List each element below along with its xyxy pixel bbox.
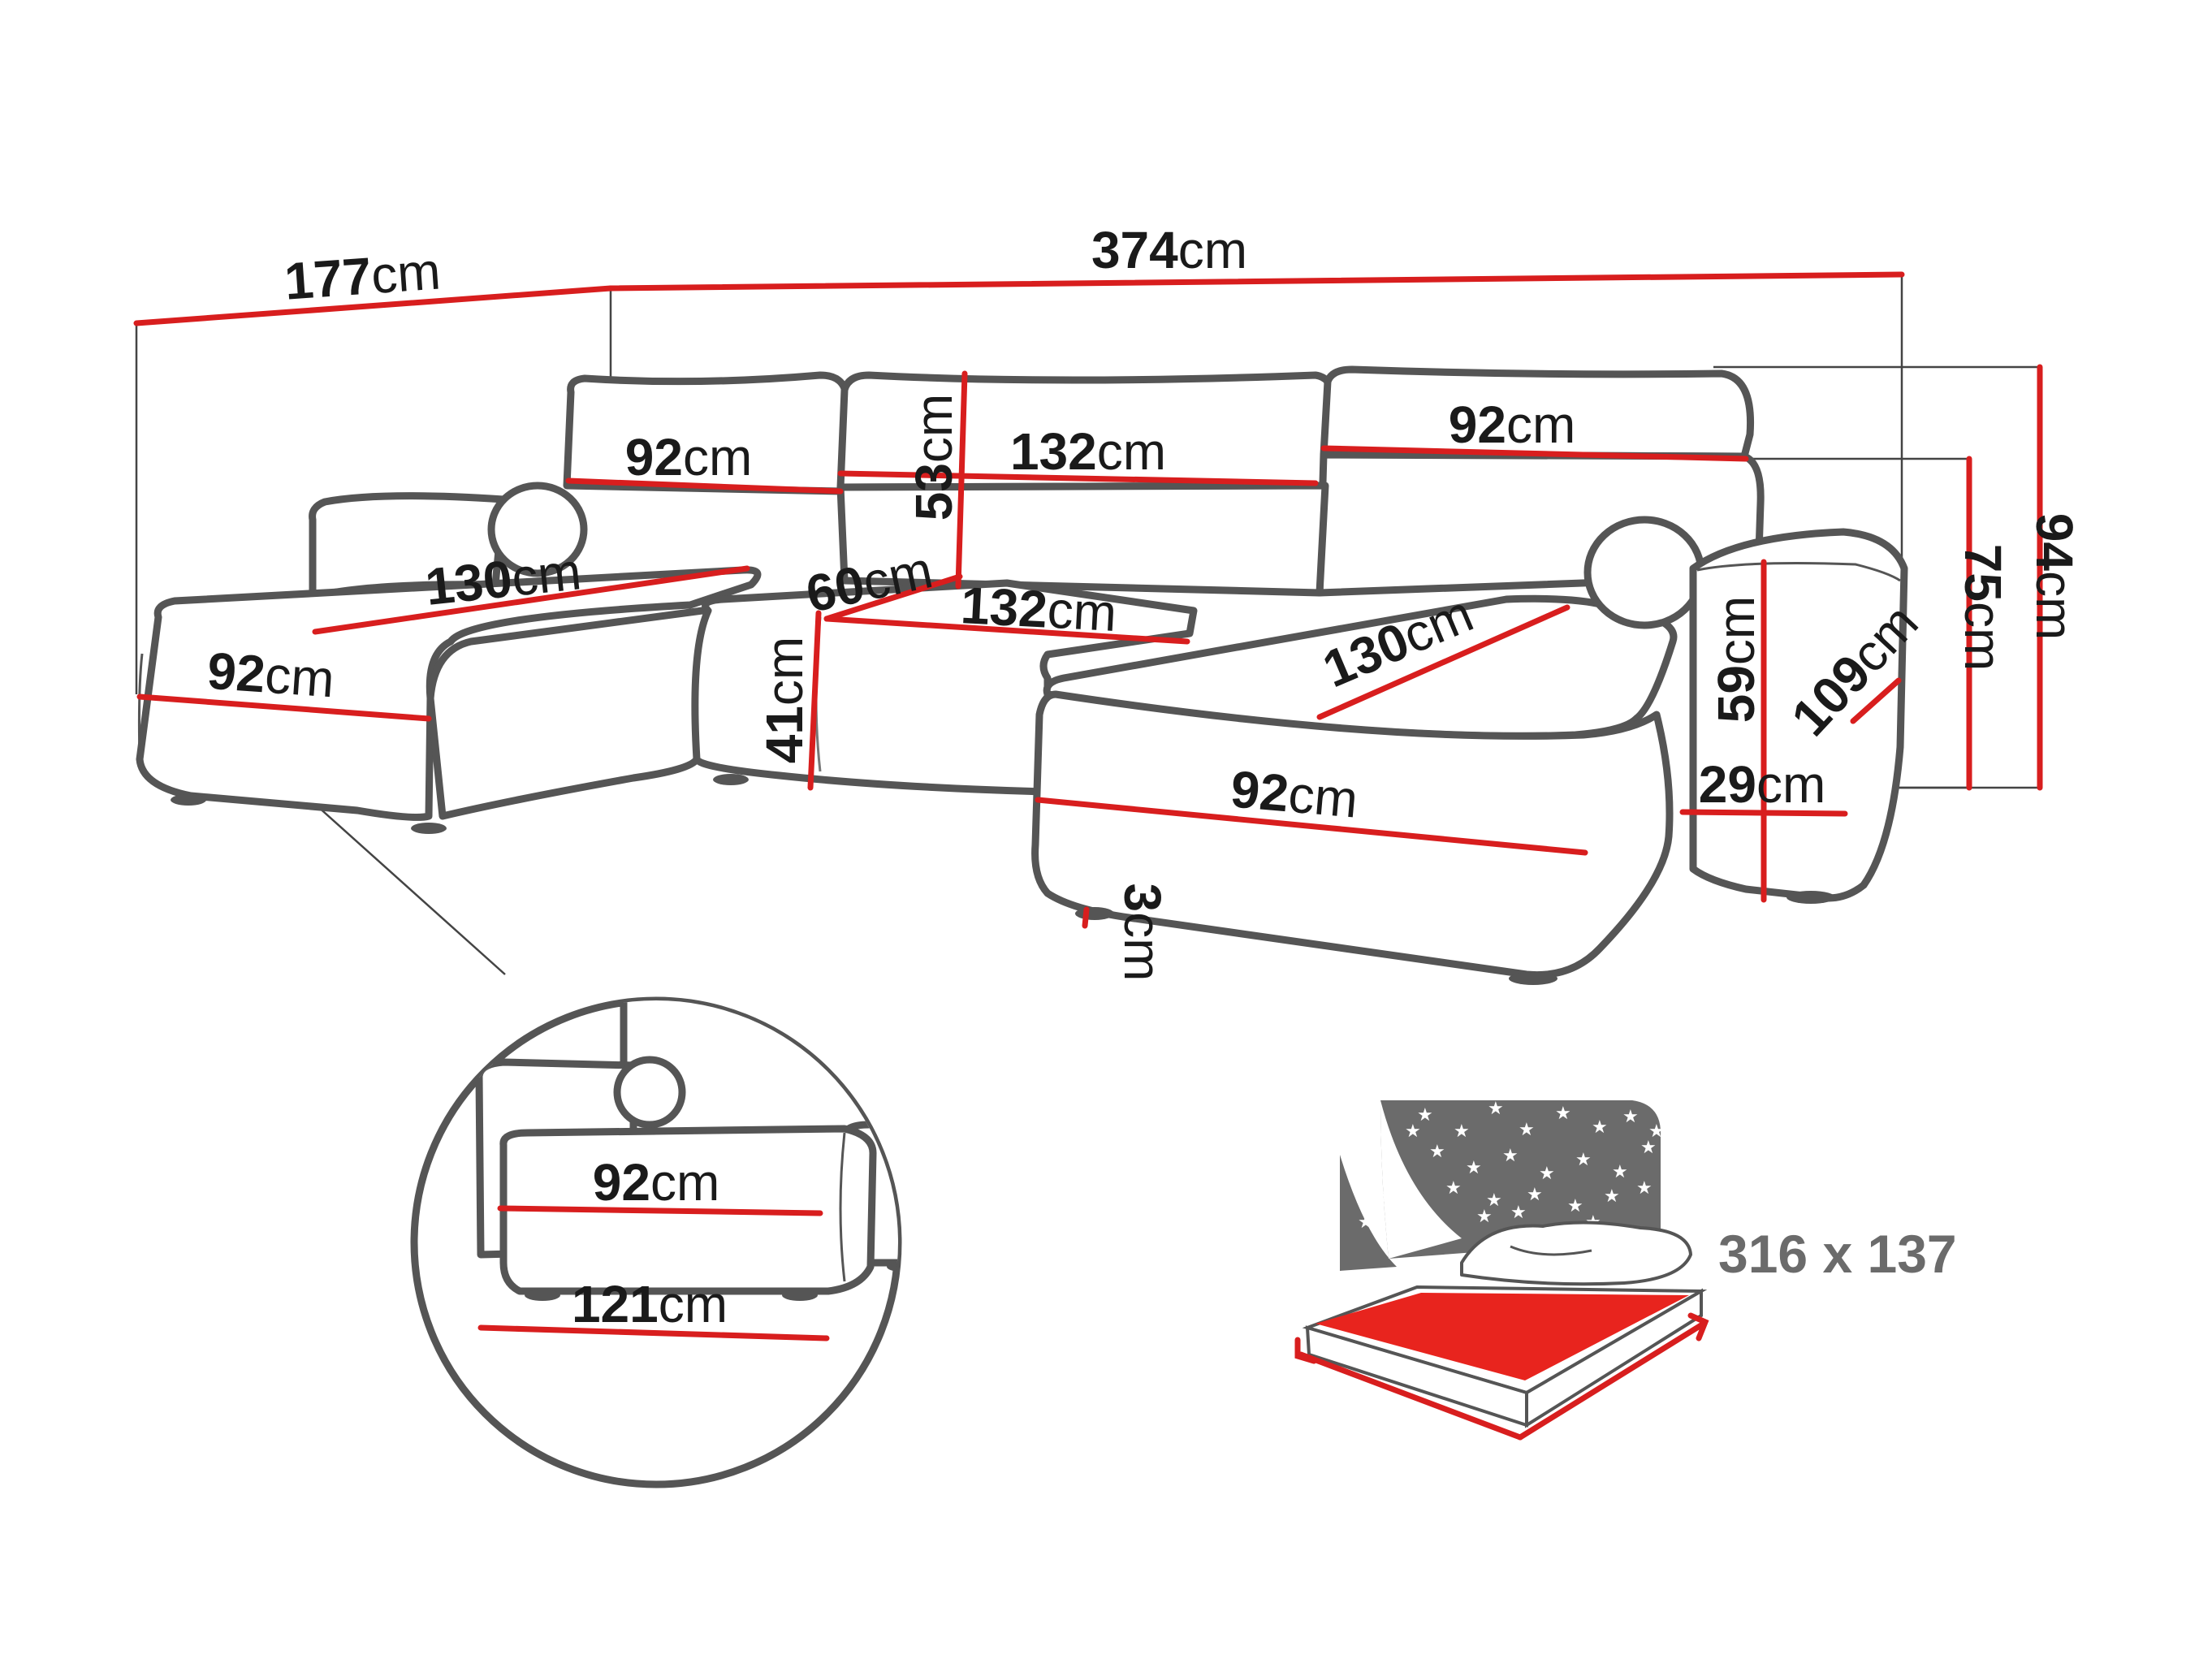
bed-arrowhead bbox=[1687, 1312, 1709, 1341]
star-icon: ★ bbox=[1640, 1138, 1657, 1158]
sofa-leg bbox=[713, 774, 749, 785]
dim-line-130-right bbox=[1316, 604, 1570, 720]
dim-line-3 bbox=[1082, 906, 1090, 929]
star-icon: ★ bbox=[1527, 1185, 1543, 1205]
detail-inset: 92cm 121cm bbox=[410, 996, 902, 1488]
left-chaise-front bbox=[426, 605, 719, 820]
star-icon: ★ bbox=[1476, 1207, 1493, 1227]
dim-line-130-left bbox=[312, 565, 750, 635]
dim-line-60 bbox=[823, 573, 963, 622]
detail-label-92: 92cm bbox=[593, 1153, 720, 1212]
sofa-leg bbox=[1509, 972, 1557, 985]
label-132-seat: 132cm bbox=[959, 576, 1118, 642]
dim-line-132-seat bbox=[823, 616, 1190, 645]
star-icon: ★ bbox=[1648, 1121, 1665, 1142]
left-chaise-seat bbox=[136, 566, 762, 821]
star-icon: ★ bbox=[1592, 1117, 1608, 1138]
mattress-icon bbox=[1316, 1293, 1689, 1380]
star-icon: ★ bbox=[1622, 1107, 1639, 1127]
dim-line-back-left bbox=[565, 477, 844, 495]
label-59: 59cm bbox=[1707, 596, 1765, 724]
dim-line-back-right bbox=[1320, 445, 1749, 462]
dimension-lines bbox=[133, 271, 2043, 929]
star-icon: ★ bbox=[1612, 1162, 1628, 1182]
dim-line-177 bbox=[133, 285, 614, 326]
star-icon: ★ bbox=[1555, 1104, 1571, 1124]
back-cushion-right bbox=[1320, 365, 1755, 460]
label-53: 53cm bbox=[905, 394, 963, 521]
star-icon: ★ bbox=[1502, 1146, 1519, 1166]
dim-line-92-left bbox=[136, 693, 432, 722]
star-icon: ★ bbox=[1405, 1121, 1421, 1142]
sofa-leg bbox=[171, 794, 206, 806]
star-icon: ★ bbox=[1539, 1164, 1555, 1184]
stars-night-icon bbox=[1340, 1155, 1397, 1271]
dim-line-53 bbox=[955, 370, 968, 590]
dim-line-41 bbox=[807, 610, 822, 791]
star-icon: ★ bbox=[1486, 1190, 1502, 1211]
star-icon: ★ bbox=[1372, 1186, 1389, 1207]
label-back-right: 92cm bbox=[1449, 395, 1576, 454]
dim-line-29 bbox=[1679, 809, 1848, 817]
label-60: 60cm bbox=[801, 540, 937, 624]
left-bolster-pillow bbox=[487, 482, 588, 577]
bed-function-icon: ★★★★★★★★★★★★★★★★★★★★★★★★★★★★ 316 x 137 bbox=[1294, 1099, 1957, 1441]
star-icon: ★ bbox=[1466, 1158, 1482, 1178]
label-92-left: 92cm bbox=[205, 642, 336, 709]
bed-dim-line-length bbox=[1298, 1351, 1523, 1441]
star-icon: ★ bbox=[1445, 1178, 1462, 1199]
dim-line-374 bbox=[607, 271, 1905, 292]
detail-dim-line-92 bbox=[497, 1205, 823, 1216]
bed-dim-line-width bbox=[1517, 1320, 1707, 1441]
bed-arrowhead bbox=[1294, 1337, 1317, 1364]
sofa-leg bbox=[1075, 907, 1114, 920]
detail-bolster-pillow bbox=[613, 1056, 686, 1129]
label-130-left: 130cm bbox=[422, 542, 584, 616]
star-icon: ★ bbox=[1575, 1150, 1592, 1170]
label-177: 177cm bbox=[283, 241, 443, 310]
sofa-leg bbox=[411, 823, 447, 834]
dim-line-back-center bbox=[837, 470, 1319, 486]
star-icon: ★ bbox=[1385, 1219, 1401, 1239]
sofa-leg bbox=[1786, 891, 1835, 904]
back-cushion-left bbox=[563, 371, 850, 495]
right-armrest bbox=[1689, 528, 1908, 902]
dim-line-109 bbox=[1850, 677, 1902, 724]
stars-night-icon bbox=[1380, 1100, 1661, 1259]
label-41: 41cm bbox=[755, 637, 814, 764]
star-icon: ★ bbox=[1429, 1142, 1445, 1162]
star-icon: ★ bbox=[1358, 1212, 1374, 1233]
label-back-left: 92cm bbox=[625, 428, 753, 486]
label-29: 29cm bbox=[1699, 755, 1826, 814]
label-75: 75cm bbox=[1954, 544, 2012, 672]
star-icon: ★ bbox=[1567, 1196, 1583, 1216]
star-icon: ★ bbox=[1604, 1186, 1620, 1207]
detail-label-121: 121cm bbox=[572, 1275, 728, 1333]
detail-dim-line-121 bbox=[477, 1324, 830, 1341]
star-icon: ★ bbox=[1510, 1203, 1527, 1223]
label-94: 94cm bbox=[2025, 513, 2084, 641]
star-icon: ★ bbox=[1488, 1099, 1504, 1119]
star-icon: ★ bbox=[1417, 1105, 1433, 1125]
label-3: 3cm bbox=[1113, 884, 1172, 982]
bed-size-label: 316 x 137 bbox=[1718, 1224, 1957, 1284]
dim-line-92-right bbox=[1035, 797, 1588, 856]
star-icon: ★ bbox=[1636, 1178, 1653, 1199]
star-icon: ★ bbox=[1519, 1120, 1535, 1140]
label-back-center: 132cm bbox=[1010, 422, 1166, 481]
label-92-right: 92cm bbox=[1229, 759, 1360, 828]
dimension-labels: 177cm 374cm 92cm 132cm 92cm 53cm 130cm 6… bbox=[205, 221, 2084, 981]
label-374: 374cm bbox=[1091, 221, 1247, 279]
star-icon: ★ bbox=[1454, 1121, 1470, 1142]
right-bolster-pillow bbox=[1583, 516, 1705, 629]
